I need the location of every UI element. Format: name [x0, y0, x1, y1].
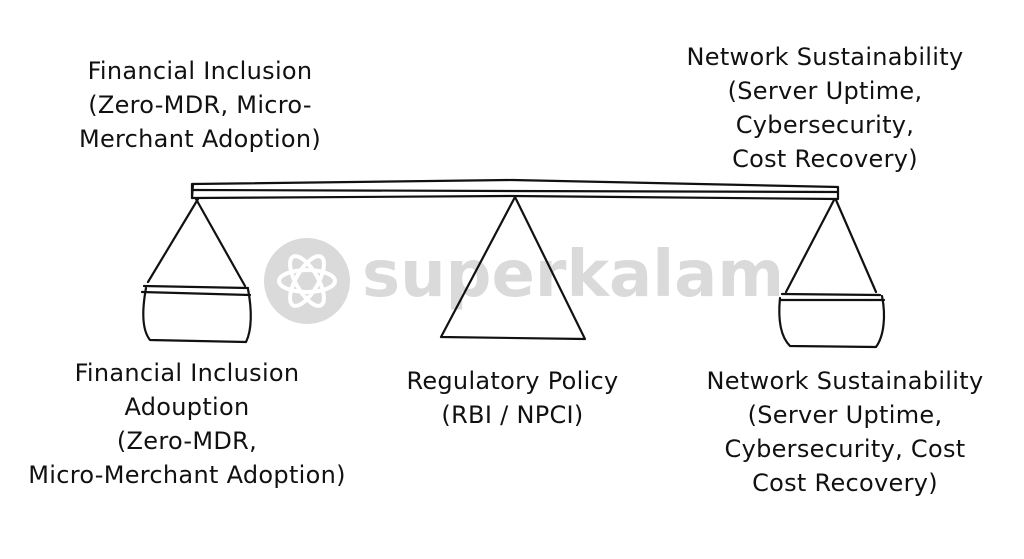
- label-line: Cybersecurity, Cost: [724, 435, 966, 463]
- label-line: (Server Uptime,: [747, 401, 943, 429]
- label-top-right: Network Sustainability (Server Uptime, C…: [665, 40, 985, 176]
- label-line: Merchant Adoption): [78, 125, 322, 153]
- label-line: Micro-Merchant Adoption): [28, 461, 346, 489]
- label-line: (Server Uptime,: [727, 77, 923, 105]
- label-line: (Zero-MDR, Micro-: [88, 91, 312, 119]
- watermark: superkalam: [262, 236, 784, 326]
- label-line: Network Sustainability: [686, 43, 964, 71]
- label-line: Financial Inclusion: [87, 57, 313, 85]
- label-bottom-right: Network Sustainability (Server Uptime, C…: [685, 364, 1005, 500]
- left-pan: [140, 197, 252, 344]
- label-bottom-left: Financial Inclusion Adouption (Zero-MDR,…: [0, 356, 374, 492]
- label-line: Adouption: [124, 393, 250, 421]
- watermark-text: superkalam: [362, 238, 784, 312]
- right-pan: [778, 198, 886, 349]
- fulcrum-triangle: [439, 195, 587, 341]
- label-line: Financial Inclusion: [74, 359, 300, 387]
- label-line: (Zero-MDR,: [116, 427, 258, 455]
- label-line: Network Sustainability: [706, 367, 984, 395]
- atom-icon: [264, 238, 350, 324]
- scale-beam: [190, 178, 840, 201]
- label-top-left: Financial Inclusion (Zero-MDR, Micro- Me…: [40, 54, 360, 156]
- label-line: Cost Recovery): [732, 145, 918, 173]
- label-line: (RBI / NPCI): [441, 401, 584, 429]
- label-line: Regulatory Policy: [406, 367, 619, 395]
- label-line: Cybersecurity,: [735, 111, 915, 139]
- label-line: Cost Recovery): [752, 469, 938, 497]
- label-bottom-center: Regulatory Policy (RBI / NPCI): [380, 364, 645, 432]
